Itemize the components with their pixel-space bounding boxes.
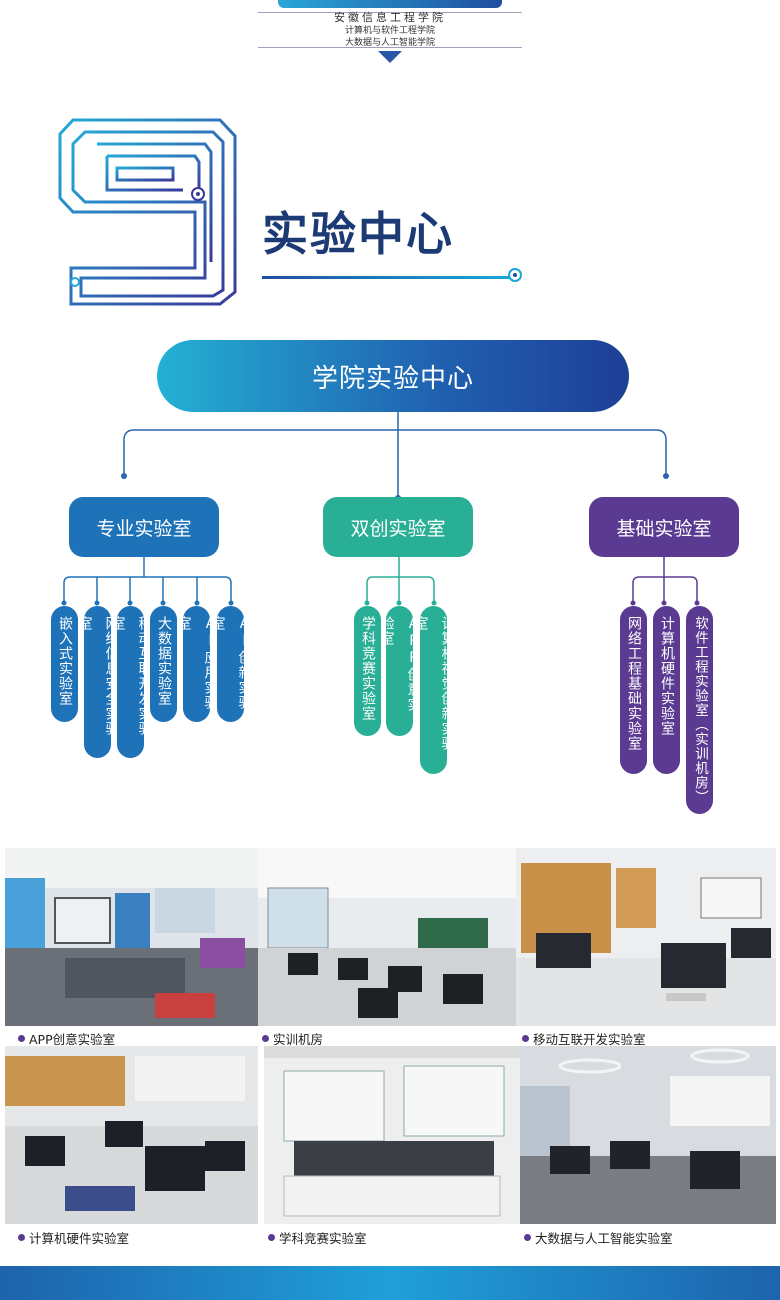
bullet-icon xyxy=(262,1035,269,1042)
caption-text: 学科竞赛实验室 xyxy=(279,1231,367,1246)
lab-computer-vision: 计算机视觉创新实验室 xyxy=(413,606,456,774)
footer-bar xyxy=(0,1266,780,1300)
header-divider xyxy=(258,12,522,13)
lab-competition: 学科竞赛实验室 xyxy=(354,606,381,736)
title-underline-end-icon xyxy=(508,268,522,282)
caption-mobile-dev-lab: 移动互联开发实验室 xyxy=(522,1029,646,1048)
root-connector-lines xyxy=(121,412,669,501)
lab-computer-hardware: 计算机硬件实验室 xyxy=(653,606,680,774)
title-underline xyxy=(262,276,512,279)
caption-text: 大数据与人工智能实验室 xyxy=(535,1231,673,1246)
lab-network-engineering: 网络工程基础实验室 xyxy=(620,606,647,774)
header-accent-bar xyxy=(278,0,502,8)
lab-ai-innovation: AI创新实验室 xyxy=(210,606,253,722)
school-name: 安徽信息工程学院 xyxy=(334,11,446,24)
caption-app-creative-lab: APP创意实验室 xyxy=(18,1029,115,1048)
caption-training-room: 实训机房 xyxy=(262,1029,323,1048)
photo-computer-hardware-lab xyxy=(5,1046,258,1224)
photo-big-data-ai-lab xyxy=(520,1046,776,1224)
category-professional-labs: 专业实验室 xyxy=(69,497,219,557)
bullet-icon xyxy=(268,1234,275,1241)
college-name-2: 大数据与人工智能学院 xyxy=(344,38,435,48)
header-divider-bottom xyxy=(258,47,522,48)
bullet-icon xyxy=(524,1234,531,1241)
bullet-icon xyxy=(522,1035,529,1042)
section-title: 实验中心 xyxy=(262,207,454,261)
caption-text: APP创意实验室 xyxy=(29,1032,116,1047)
lab-mobile-dev: 移动互联开发实验室 xyxy=(110,606,153,758)
caption-text: 移动互联开发实验室 xyxy=(533,1032,646,1047)
bullet-icon xyxy=(18,1035,25,1042)
lab-big-data: 大数据实验室 xyxy=(150,606,177,722)
lab-software-engineering: 软件工程实验室（实训机房） xyxy=(686,606,713,814)
photo-app-creative-lab xyxy=(5,848,258,1026)
root-node: 学院实验中心 xyxy=(157,340,629,412)
category-innovation-labs: 双创实验室 xyxy=(323,497,473,557)
photo-training-room xyxy=(258,848,516,1026)
caption-text: 计算机硬件实验室 xyxy=(29,1231,130,1246)
photo-mobile-dev-lab xyxy=(516,848,776,1026)
lab-embedded: 嵌入式实验室 xyxy=(51,606,78,722)
caption-big-data-ai-lab: 大数据与人工智能实验室 xyxy=(524,1228,673,1247)
college-name-1: 计算机与软件工程学院 xyxy=(344,26,435,36)
photo-competition-lab xyxy=(264,1046,520,1224)
section-number-nine-graphic xyxy=(58,118,237,306)
down-triangle-icon xyxy=(378,51,402,63)
bullet-icon xyxy=(18,1234,25,1241)
caption-competition-lab: 学科竞赛实验室 xyxy=(268,1228,367,1247)
category-connector-lines xyxy=(61,557,700,606)
caption-text: 实训机房 xyxy=(273,1032,324,1047)
category-basic-labs: 基础实验室 xyxy=(589,497,739,557)
caption-computer-hardware-lab: 计算机硬件实验室 xyxy=(18,1228,129,1247)
